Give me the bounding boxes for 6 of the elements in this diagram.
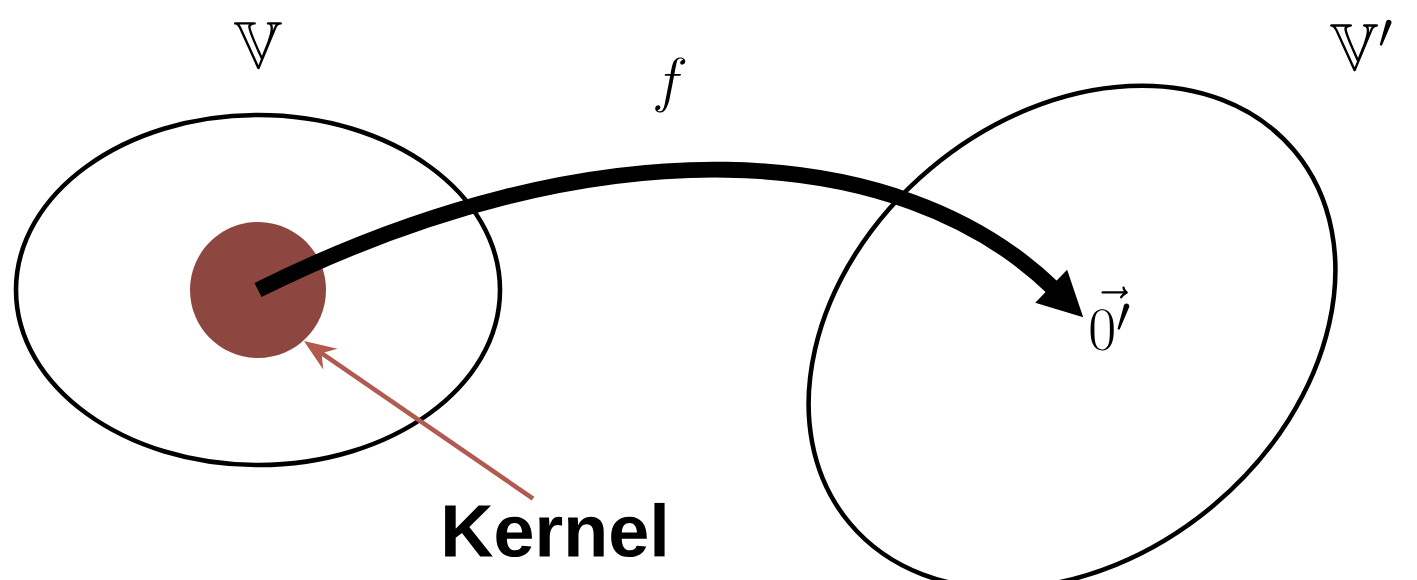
node-label: $\mathbb{V}$ <box>233 22 282 70</box>
point-label: $\vec{0'}$ <box>1090 286 1130 351</box>
caption-text: Kernel <box>445 502 665 558</box>
edge-label: $f$ <box>655 57 686 113</box>
node-label: $\mathbb{V}'$ <box>1330 19 1392 72</box>
kernel-disc <box>190 222 326 358</box>
